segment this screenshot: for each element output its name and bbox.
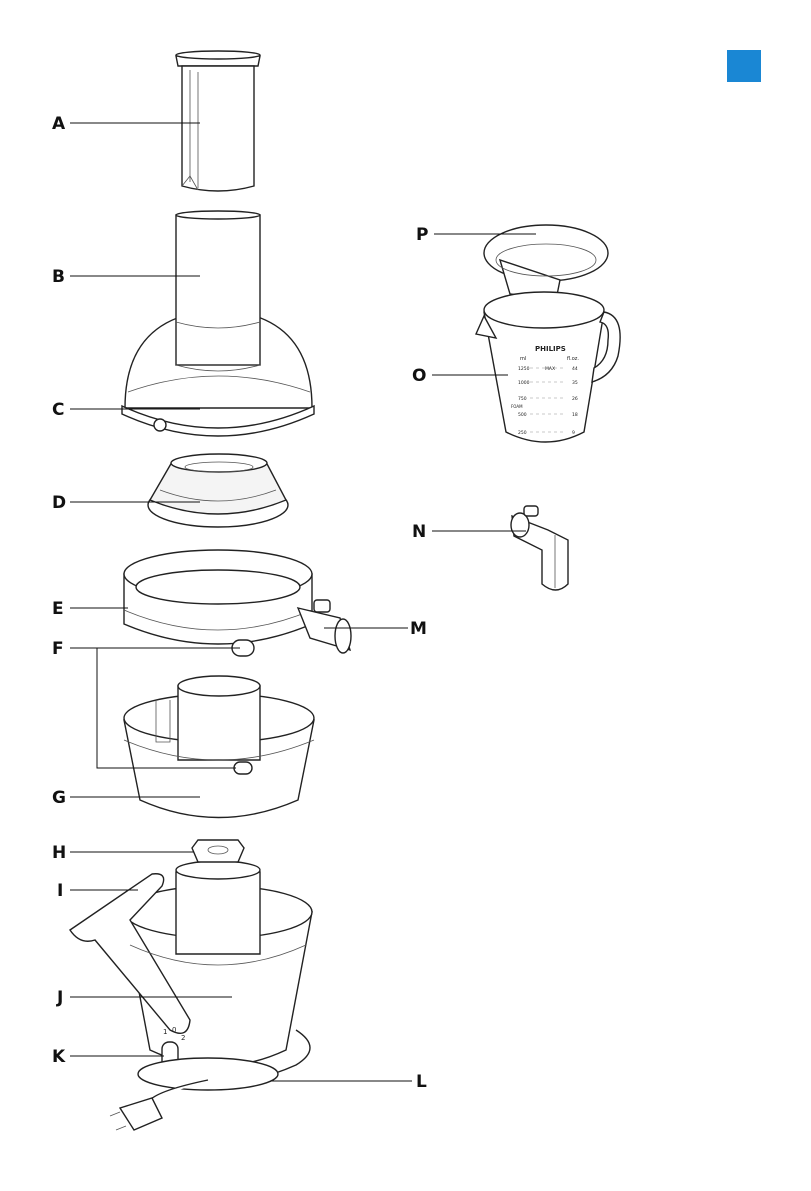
switch-mark-2: 2 xyxy=(181,1034,185,1042)
callout-label-e: E xyxy=(52,599,64,619)
callout-layer: A B C D EF G HI J K L M N O P xyxy=(52,114,536,1092)
switch-mark-1: 1 xyxy=(163,1028,167,1036)
jug-ml-mark: 250 xyxy=(518,430,527,436)
callout-label-n: N xyxy=(412,522,426,542)
filter-holder-with-spout-illustration xyxy=(123,549,352,657)
jug-oz-mark: 9 xyxy=(572,430,575,436)
jug-oz-mark: 18 xyxy=(572,412,578,418)
callout-label-b: B xyxy=(52,267,65,287)
pulp-container-illustration xyxy=(123,675,315,819)
jug-oz-mark: 35 xyxy=(572,380,578,386)
jug-foam: FOAM xyxy=(511,404,523,409)
callout-label-p: P xyxy=(416,225,428,245)
jug-brand: PHILIPS xyxy=(535,345,566,353)
jug-ml-mark: 1000 xyxy=(518,380,530,386)
motor-unit-illustration: 1 0 2 xyxy=(69,839,313,1131)
callout-label-a: A xyxy=(52,114,66,134)
jug-lid-illustration xyxy=(483,224,609,301)
lid-with-feeding-tube-illustration xyxy=(121,210,315,437)
callout-label-j: J xyxy=(56,988,63,1008)
jug-oz-mark: 26 xyxy=(572,396,578,402)
callout-label-c: C xyxy=(52,400,64,420)
jug-unit-ml: ml xyxy=(520,356,526,362)
filter-illustration xyxy=(147,453,289,528)
jug-max: MAX xyxy=(545,366,555,372)
language-tab-marker xyxy=(727,50,761,82)
jug-oz-mark: 44 xyxy=(572,366,578,372)
juice-jug-illustration: PHILIPS ml fl.oz. MAX FOAM 1250 1000 750 50… xyxy=(475,291,621,443)
callout-label-k: K xyxy=(52,1047,66,1067)
leader-line-f-branch xyxy=(96,648,236,769)
jug-unit-floz: fl.oz. xyxy=(567,356,579,362)
callout-label-f: F xyxy=(52,639,64,659)
jug-scale-marks: 1250 1000 750 500 250 44 35 26 18 9 xyxy=(518,366,578,436)
spout-illustration xyxy=(510,505,569,591)
jug-ml-mark: 500 xyxy=(518,412,527,418)
callout-label-h: H xyxy=(52,843,66,863)
callout-label-l: L xyxy=(416,1072,427,1092)
callout-label-d: D xyxy=(52,493,66,513)
callout-label-i: I xyxy=(57,881,63,901)
jug-ml-mark: 1250 xyxy=(518,366,530,372)
jug-ml-mark: 750 xyxy=(518,396,527,402)
switch-mark-0: 0 xyxy=(172,1026,176,1034)
callout-label-g: G xyxy=(52,788,66,808)
pusher-illustration xyxy=(175,50,261,192)
callout-label-o: O xyxy=(412,366,426,386)
callout-label-m: M xyxy=(410,619,427,639)
